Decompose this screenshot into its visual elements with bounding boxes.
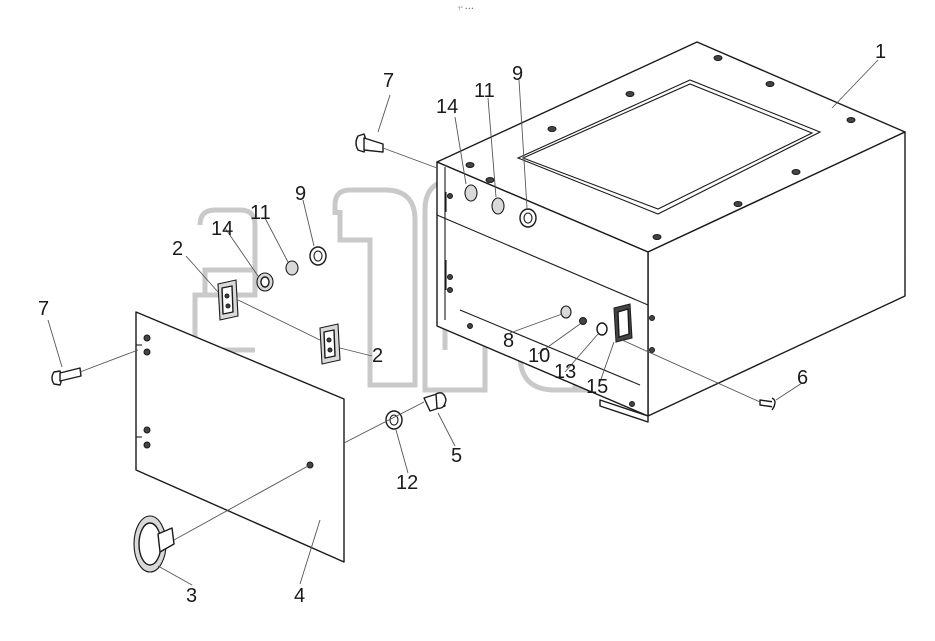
callout-8: 8 — [503, 330, 514, 352]
callout-12: 12 — [396, 472, 418, 494]
housing-hardware — [464, 184, 633, 343]
callout-11a: 11 — [474, 80, 495, 102]
washer-11 — [285, 260, 299, 276]
callout-14a: 14 — [436, 96, 458, 118]
washer-8 — [560, 305, 572, 319]
callout-3: 3 — [186, 585, 197, 607]
part-4-door-panel — [135, 311, 345, 563]
callout-9a: 9 — [512, 63, 523, 85]
nut-9 — [309, 246, 327, 266]
callout-14b: 14 — [211, 218, 233, 240]
callout-9b: 9 — [295, 183, 306, 205]
part-7-bolt-upper — [355, 133, 384, 153]
part-6-screw — [759, 397, 776, 411]
callout-4: 4 — [294, 585, 305, 607]
callout-labels: 1 2 2 3 4 5 6 7 7 8 9 9 10 11 11 12 13 1… — [38, 41, 886, 607]
callout-1: 1 — [875, 41, 886, 63]
part-3-knob — [133, 515, 175, 573]
part-7-screw-left — [51, 367, 82, 386]
callout-6: 6 — [797, 367, 808, 389]
callout-2a: 2 — [172, 238, 183, 260]
callout-7a: 7 — [383, 70, 394, 92]
part-2-hinge-lower — [319, 323, 341, 365]
leader-lines — [47, 59, 879, 586]
nut-9-on-housing — [519, 208, 537, 228]
callout-13: 13 — [554, 361, 576, 383]
nut-10 — [579, 317, 587, 325]
part-2-hinge-upper — [217, 279, 239, 321]
callout-10: 10 — [528, 345, 550, 367]
callout-5: 5 — [451, 445, 462, 467]
part-1-housing — [436, 41, 906, 423]
part-5-bolt — [423, 392, 447, 412]
assembly-centerlines — [79, 147, 761, 541]
washer-11-on-housing — [491, 197, 505, 215]
callout-2b: 2 — [372, 345, 383, 367]
callout-11b: 11 — [250, 202, 271, 224]
washer-13 — [596, 322, 608, 336]
header-mark: †° ∙∙∙ — [458, 6, 474, 12]
callout-7b: 7 — [38, 298, 49, 320]
callout-15: 15 — [586, 376, 608, 398]
washer-14-on-housing — [464, 184, 478, 202]
